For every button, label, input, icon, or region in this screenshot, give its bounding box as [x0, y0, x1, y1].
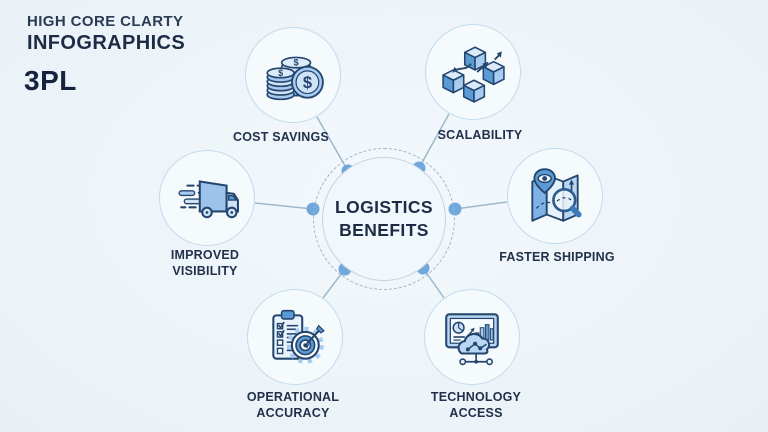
page-title: 3PL: [24, 65, 77, 96]
benefit-circle-technology-access: [424, 289, 520, 385]
hub-title-line2: BENEFITS: [339, 220, 429, 240]
benefit-circle-scalability: [425, 24, 521, 120]
box-right: [482, 60, 505, 86]
benefit-label-faster-shipping: FASTER SHIPPING: [499, 250, 615, 264]
svg-text:$: $: [303, 74, 312, 92]
coins-icon: $ $ $: [266, 56, 324, 101]
benefit-label-scalability: SCALABILITY: [437, 128, 523, 142]
cloud-network: [457, 332, 493, 366]
eye-pin: [533, 168, 556, 195]
dollar-coin: $: [291, 65, 324, 99]
truck-body: [198, 180, 239, 213]
truck-wheels: [201, 206, 238, 219]
benefit-label-improved-visibility: IMPROVED VISIBILITY: [170, 248, 240, 278]
boxes-flow-icon: [442, 46, 505, 103]
dart-arrow: [304, 324, 325, 349]
magnifier: [552, 187, 582, 218]
benefit-label-cost-savings: COST SAVINGS: [233, 130, 329, 144]
box-top: [463, 46, 487, 71]
box-left: [442, 69, 465, 94]
benefit-label-operational-accuracy: OPERATIONAL ACCURACY: [246, 390, 340, 420]
hub-title: LOGISTICS BENEFITS: [335, 196, 433, 242]
header: HIGH CORE CLARTY INFOGRAPHICS 3PL: [24, 13, 186, 97]
hub-circle: LOGISTICS BENEFITS: [322, 157, 446, 281]
box-bottom: [462, 79, 486, 103]
svg-text:$: $: [278, 68, 283, 78]
benefit-circle-faster-shipping: [507, 148, 603, 244]
brand-line-top: HIGH CORE CLARTY: [27, 13, 184, 30]
brand-line-bottom: INFOGRAPHICS: [27, 32, 186, 54]
delivery-truck-icon: [178, 180, 239, 219]
checklist-target-icon: [272, 309, 325, 364]
flow-arrows: [452, 51, 502, 74]
benefit-circle-improved-visibility: [159, 150, 255, 246]
svg-text:$: $: [294, 58, 300, 68]
dashboard-cloud-icon: [445, 313, 499, 366]
coin-stack-short: $: [266, 67, 295, 101]
map-search-icon: [531, 168, 582, 222]
benefit-label-technology-access: TECHNOLOGY ACCESS: [430, 390, 522, 420]
hub-title-line1: LOGISTICS: [335, 197, 433, 217]
benefit-circle-operational-accuracy: [247, 289, 343, 385]
benefit-circle-cost-savings: $ $ $: [245, 27, 341, 123]
hub-dashed-ring: [313, 148, 455, 290]
